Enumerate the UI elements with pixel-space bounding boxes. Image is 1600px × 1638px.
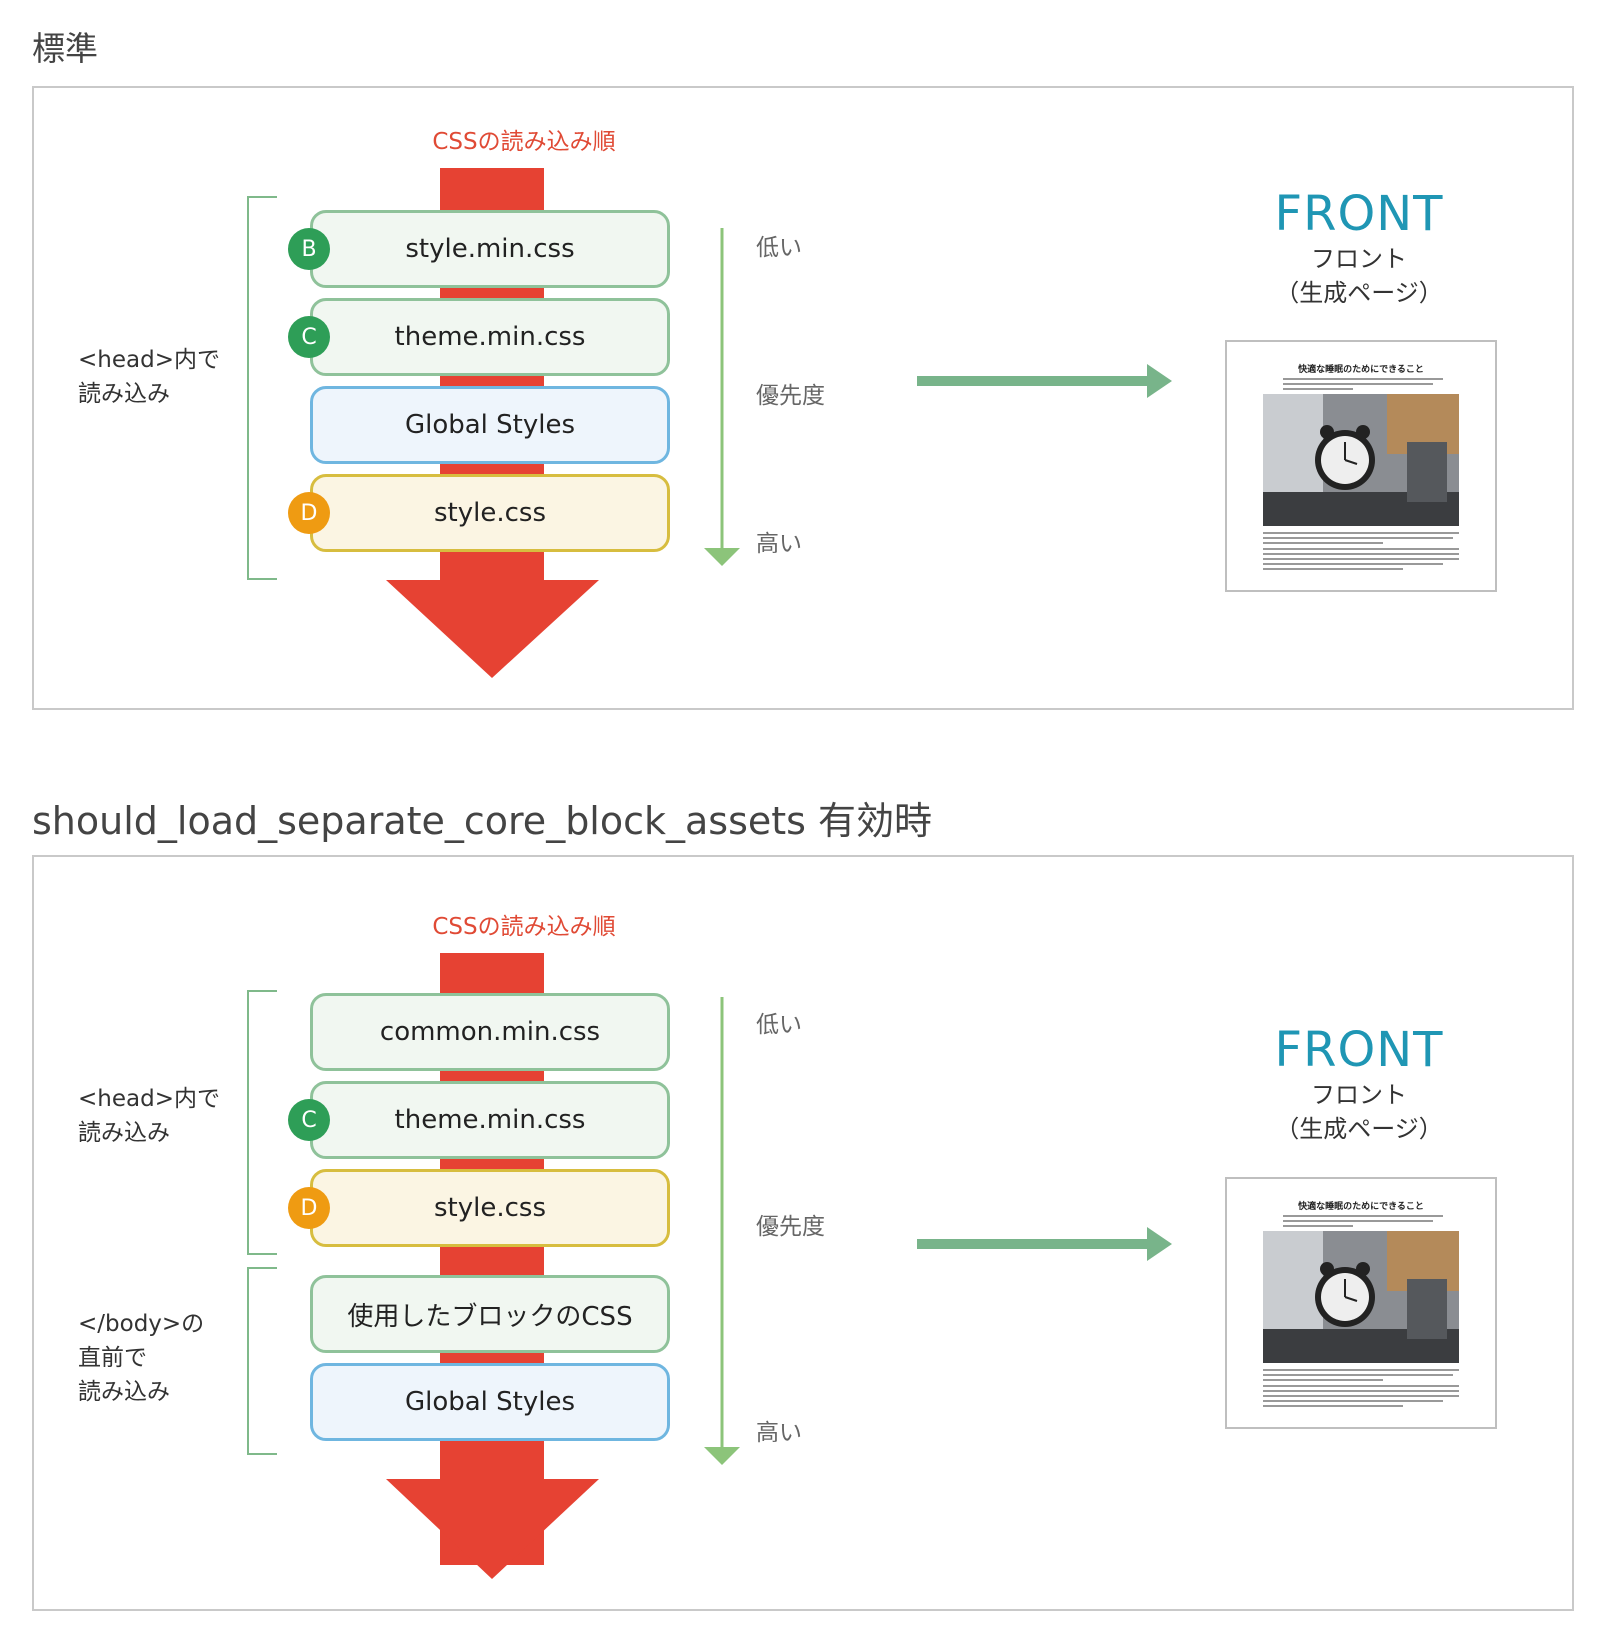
css-load-order-label: CSSの読み込み順 (432, 129, 616, 155)
preview-illustration (1263, 1215, 1459, 1407)
badge-c: C (288, 316, 330, 358)
front-label: FRONT フロント （生成ページ） (1219, 1022, 1499, 1146)
preview-heading: 快適な睡眠のためにできること (1298, 365, 1424, 375)
priority-high-label: 高い (756, 1420, 802, 1446)
body-end-group-label: </body>の 直前で 読み込み (78, 1311, 205, 1405)
css-load-order-label: CSSの読み込み順 (432, 914, 616, 940)
head-group-label: <head>内で 読み込み (78, 347, 220, 407)
front-subtitle-note: （生成ページ） (1275, 1115, 1443, 1143)
css-file-name: style.min.css (405, 234, 575, 264)
css-file-name: theme.min.css (394, 322, 586, 352)
diagram-panel-standard: CSSの読み込み順 <head>内で 読み込み style.min.css B … (32, 86, 1574, 710)
front-subtitle: フロント (1311, 1081, 1407, 1109)
css-file-name: theme.min.css (394, 1105, 586, 1135)
flow-arrow-head (1147, 1227, 1172, 1261)
css-file-style: style.css (310, 474, 670, 552)
preview-heading: 快適な睡眠のためにできること (1298, 1202, 1424, 1212)
css-file-name: style.css (434, 498, 546, 528)
css-file-global-styles: Global Styles (310, 1363, 670, 1441)
flow-arrow-head (1147, 364, 1172, 398)
css-file-name: 使用したブロックのCSS (347, 1301, 633, 1332)
css-file-theme-min: theme.min.css (310, 298, 670, 376)
css-file-used-blocks: 使用したブロックのCSS (310, 1275, 670, 1353)
flow-arrow-shaft (917, 1239, 1147, 1249)
css-file-name: common.min.css (379, 1017, 601, 1047)
preview-illustration (1263, 378, 1459, 570)
badge-d: D (288, 492, 330, 534)
front-subtitle: フロント (1311, 245, 1407, 273)
priority-low-label: 低い (756, 1012, 802, 1038)
section-title-standard: 標準 (32, 29, 98, 68)
css-file-name: Global Styles (404, 410, 576, 440)
front-subtitle-note: （生成ページ） (1275, 279, 1443, 307)
priority-arrow-head (704, 548, 740, 566)
css-file-common-min: common.min.css (310, 993, 670, 1071)
css-file-name: style.css (434, 1193, 546, 1223)
head-group-bracket (247, 990, 277, 1255)
css-file-global-styles: Global Styles (310, 386, 670, 464)
front-title: FRONT (1274, 186, 1444, 242)
front-label: FRONT フロント （生成ページ） (1219, 186, 1499, 310)
body-end-group-bracket (247, 1267, 277, 1455)
generated-page-preview: 快適な睡眠のためにできること (1225, 1177, 1497, 1429)
head-group-label: <head>内で 読み込み (78, 1086, 220, 1146)
priority-arrow-head (704, 1447, 740, 1465)
badge-c: C (288, 1099, 330, 1141)
diagram-panel-separate-assets: CSSの読み込み順 <head>内で 読み込み </body>の 直前で 読み込… (32, 855, 1574, 1611)
css-file-style-min: style.min.css (310, 210, 670, 288)
priority-high-label: 高い (756, 531, 802, 557)
priority-label: 優先度 (756, 383, 825, 409)
section-title-separate-assets: should_load_separate_core_block_assets 有… (32, 799, 933, 843)
front-title: FRONT (1274, 1022, 1444, 1078)
css-file-theme-min: theme.min.css (310, 1081, 670, 1159)
badge-b: B (288, 228, 330, 270)
generated-page-preview: 快適な睡眠のためにできること (1225, 340, 1497, 592)
badge-d: D (288, 1187, 330, 1229)
flow-arrow-shaft (917, 376, 1147, 386)
priority-label: 優先度 (756, 1214, 825, 1240)
css-file-name: Global Styles (404, 1387, 576, 1417)
css-file-style: style.css (310, 1169, 670, 1247)
head-group-bracket (247, 196, 277, 580)
priority-low-label: 低い (756, 235, 802, 261)
